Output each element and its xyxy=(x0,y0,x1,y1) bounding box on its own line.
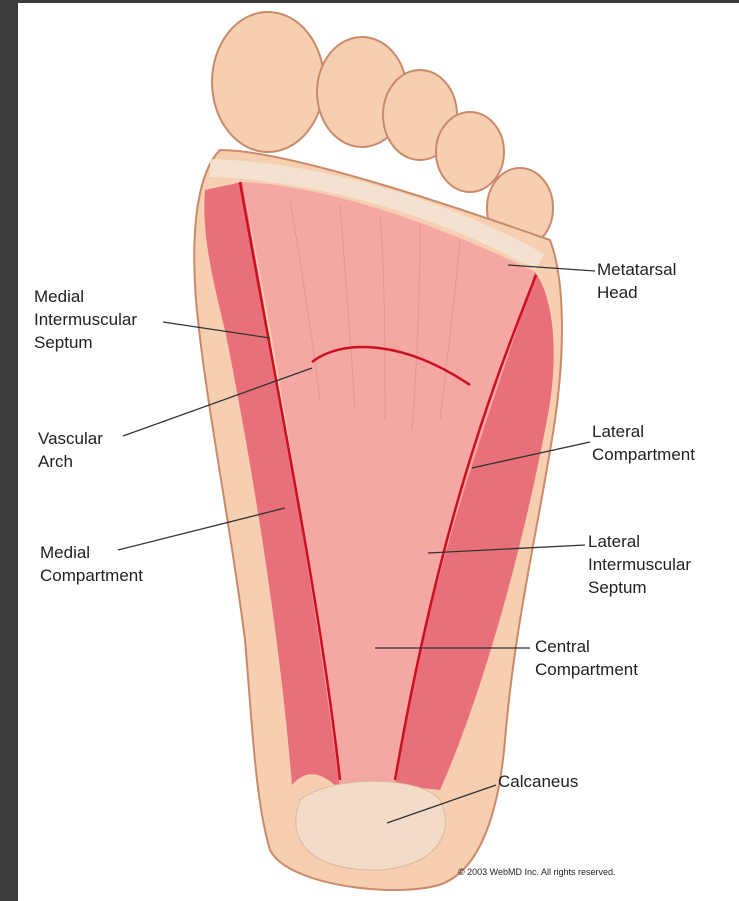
label-medial-intermuscular-septum: Medial Intermuscular Septum xyxy=(34,285,137,354)
label-central-compartment: Central Compartment xyxy=(535,635,638,681)
label-medial-compartment: Medial Compartment xyxy=(40,541,143,587)
copyright-text: © 2003 WebMD Inc. All rights reserved. xyxy=(458,867,616,877)
label-metatarsal-head: Metatarsal Head xyxy=(597,258,676,304)
label-lateral-intermuscular-septum: Lateral Intermuscular Septum xyxy=(588,530,691,599)
big-toe xyxy=(212,12,324,152)
label-vascular-arch: Vascular Arch xyxy=(38,427,103,473)
fourth-toe xyxy=(436,112,504,192)
calcaneus-region xyxy=(296,781,446,870)
label-lateral-compartment: Lateral Compartment xyxy=(592,420,695,466)
label-calcaneus: Calcaneus xyxy=(498,770,578,793)
